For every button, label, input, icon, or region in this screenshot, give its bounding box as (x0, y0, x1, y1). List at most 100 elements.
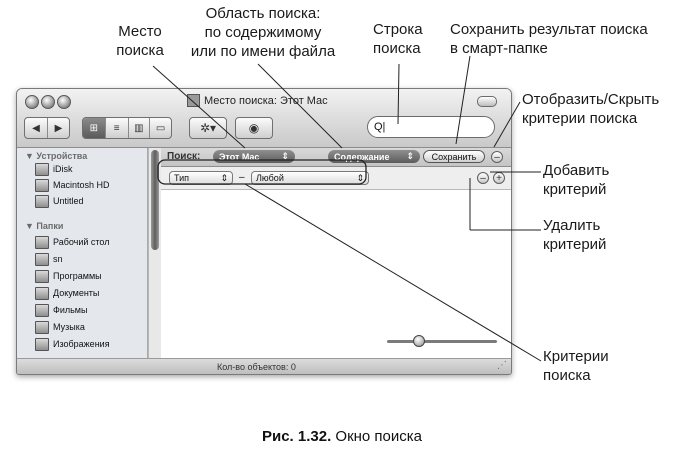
criteria-value-label: Любой (256, 173, 284, 183)
sidebar-item-label: Macintosh HD (53, 180, 110, 190)
callout-line: по содержимому (204, 24, 322, 41)
finder-search-window: Место поиска: Этот Mac ◀ ▶ ⊞ ≡ ▥ ▭ ✲▾ ◉ … (16, 88, 512, 375)
sidebar-item-label: sn (53, 254, 63, 264)
sidebar-item-applications[interactable]: Программы (35, 269, 102, 283)
search-scope-label: Поиск: (167, 151, 201, 162)
criteria-attribute-popup[interactable]: Тип⇕ (169, 171, 233, 185)
search-scope-content-button[interactable]: Содержание ⇕ (328, 150, 420, 163)
toggle-criteria-button[interactable]: – (491, 151, 503, 163)
sidebar-item-movies[interactable]: Фильмы (35, 303, 87, 317)
eye-icon: ◉ (248, 121, 260, 135)
home-icon (35, 252, 49, 266)
callout-line: Сохранить результат поиска (450, 21, 648, 38)
save-search-button[interactable]: Сохранить (423, 150, 485, 163)
sidebar-item-pictures[interactable]: Изображения (35, 337, 110, 351)
gear-icon: ✲▾ (199, 121, 217, 135)
callout-save-smart-folder: Сохранить результат поиска в смарт-папке (450, 20, 648, 58)
zoom-window-button[interactable] (57, 95, 71, 109)
sidebar-item-label: Программы (53, 271, 102, 281)
search-location-button[interactable]: Этот Mac ⇕ (213, 150, 295, 163)
search-location-label: Этот Mac (219, 151, 260, 162)
popup-arrows-icon: ⇕ (406, 151, 414, 161)
callout-line: Критерии (543, 348, 609, 365)
figure-title: Окно поиска (331, 428, 423, 445)
sidebar-item-macintosh-hd[interactable]: Macintosh HD (35, 178, 110, 192)
callout-line: Область поиска: (205, 5, 321, 22)
callout-remove-criterion: Удалить критерий (543, 216, 606, 254)
callout-line: поиска (543, 367, 591, 384)
criteria-attribute-label: Тип (174, 173, 190, 183)
list-view-button[interactable]: ≡ (106, 118, 129, 138)
column-view-button[interactable]: ▥ (129, 118, 151, 138)
window-title: Место поиска: Этот Mac (187, 94, 328, 107)
callout-add-criterion: Добавить критерий (543, 161, 609, 199)
cover-flow-button[interactable]: ▭ (155, 122, 166, 134)
minimize-window-button[interactable] (41, 95, 55, 109)
icon-size-slider[interactable] (387, 340, 497, 343)
sidebar: ▼ Устройства iDisk Macintosh HD Untitled… (17, 148, 148, 358)
idisk-icon (35, 162, 49, 176)
remove-criterion-button[interactable]: – (477, 172, 489, 184)
applications-icon (35, 269, 49, 283)
titlebar: Место поиска: Этот Mac ◀ ▶ ⊞ ≡ ▥ ▭ ✲▾ ◉ … (17, 89, 511, 148)
figure-number: Рис. 1.32. (261, 428, 332, 445)
forward-button[interactable]: ▶ (54, 122, 63, 134)
callout-line: в смарт-папке (450, 40, 548, 57)
sidebar-item-untitled[interactable]: Untitled (35, 194, 84, 208)
sidebar-item-label: Untitled (53, 196, 84, 206)
callout-line: критерии поиска (522, 110, 638, 127)
callout-line: Место (118, 23, 162, 40)
sidebar-item-idisk[interactable]: iDisk (35, 162, 73, 176)
action-menu-button[interactable]: ✲▾ (189, 117, 227, 139)
callout-toggle-criteria: Отобразить/Скрыть критерии поиска (522, 90, 659, 128)
search-scope-bar: Поиск: Этот Mac ⇕ Содержание ⇕ Сохранить – (161, 148, 511, 167)
sidebar-scroll-thumb[interactable] (151, 150, 159, 250)
sidebar-scrollbar[interactable] (148, 148, 161, 358)
window-title-text: Место поиска: Этот Mac (204, 94, 328, 107)
status-bar: Кол-во объектов: 0 ⋰ (17, 358, 511, 374)
sidebar-section-devices[interactable]: ▼ Устройства (25, 151, 88, 161)
criteria-value-popup[interactable]: Любой ⇕ (251, 171, 369, 185)
popup-arrows-icon: ⇕ (356, 172, 364, 183)
callout-line: или по имени файла (190, 43, 336, 60)
search-field[interactable]: Q| (367, 116, 495, 138)
callout-line: критерий (543, 236, 607, 253)
sidebar-item-label: Музыка (53, 322, 85, 332)
icon-view-button[interactable]: ⊞ (83, 118, 106, 138)
disk-icon (35, 194, 49, 208)
criteria-row: Тип⇕ – Любой ⇕ – + (161, 167, 511, 190)
quick-look-button[interactable]: ◉ (235, 117, 273, 139)
popup-arrows-icon: ⇕ (281, 151, 289, 161)
add-criterion-button[interactable]: + (493, 172, 505, 184)
callout-criteria: Критерии поиска (543, 347, 609, 385)
sidebar-item-documents[interactable]: Документы (35, 286, 99, 300)
criteria-separator: – (239, 172, 245, 183)
callout-line: Строка (373, 21, 423, 38)
sidebar-item-label: Фильмы (53, 305, 88, 315)
callout-line: Удалить (543, 217, 601, 234)
close-window-button[interactable] (25, 95, 39, 109)
callout-line: Добавить (543, 162, 610, 179)
results-area: Поиск: Этот Mac ⇕ Содержание ⇕ Сохранить –… (161, 148, 511, 358)
callout-line: поиска (116, 42, 164, 59)
sidebar-item-home[interactable]: sn (35, 252, 63, 266)
search-field-value: Q| (374, 121, 386, 133)
hard-disk-icon (35, 178, 49, 192)
callout-line: критерий (543, 181, 607, 198)
sidebar-item-music[interactable]: Музыка (35, 320, 85, 334)
toolbar-toggle-button[interactable] (477, 96, 497, 107)
desktop-icon (35, 235, 49, 249)
search-scope-content-label: Содержание (334, 151, 390, 162)
documents-icon (35, 286, 49, 300)
figure-caption: Рис. 1.32. Окно поиска (0, 428, 684, 445)
icon-size-slider-knob[interactable] (413, 335, 425, 347)
callout-search-location: Место поиска (100, 22, 180, 60)
callout-line: Отобразить/Скрыть (522, 91, 660, 108)
back-forward-group: ◀ ▶ (24, 117, 70, 139)
back-button[interactable]: ◀ (25, 118, 48, 138)
resize-grip-icon[interactable]: ⋰ (497, 360, 507, 371)
sidebar-item-desktop[interactable]: Рабочий стол (35, 235, 110, 249)
sidebar-section-places[interactable]: ▼ Папки (25, 221, 64, 231)
callout-line: поиска (373, 40, 421, 57)
music-icon (35, 320, 49, 334)
